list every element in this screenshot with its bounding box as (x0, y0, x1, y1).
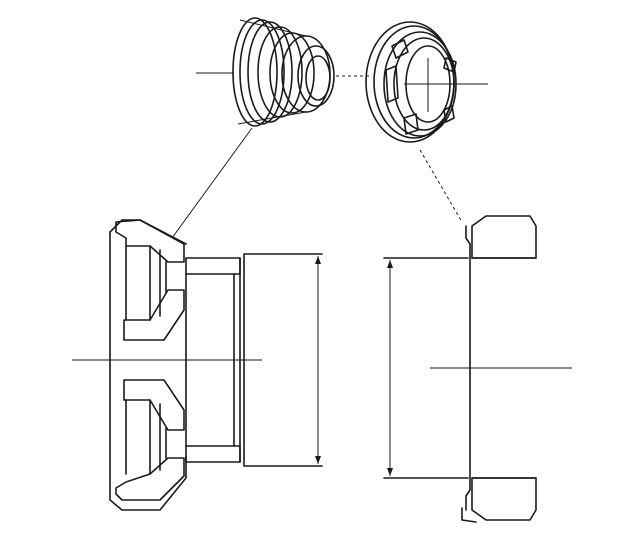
male-fitting-3d (196, 17, 372, 127)
male-fitting-section (72, 219, 323, 511)
female-coupling-section (383, 215, 572, 523)
female-coupling-3d (365, 21, 488, 143)
leader-line-left (171, 127, 253, 239)
leader-line-right (419, 149, 463, 223)
